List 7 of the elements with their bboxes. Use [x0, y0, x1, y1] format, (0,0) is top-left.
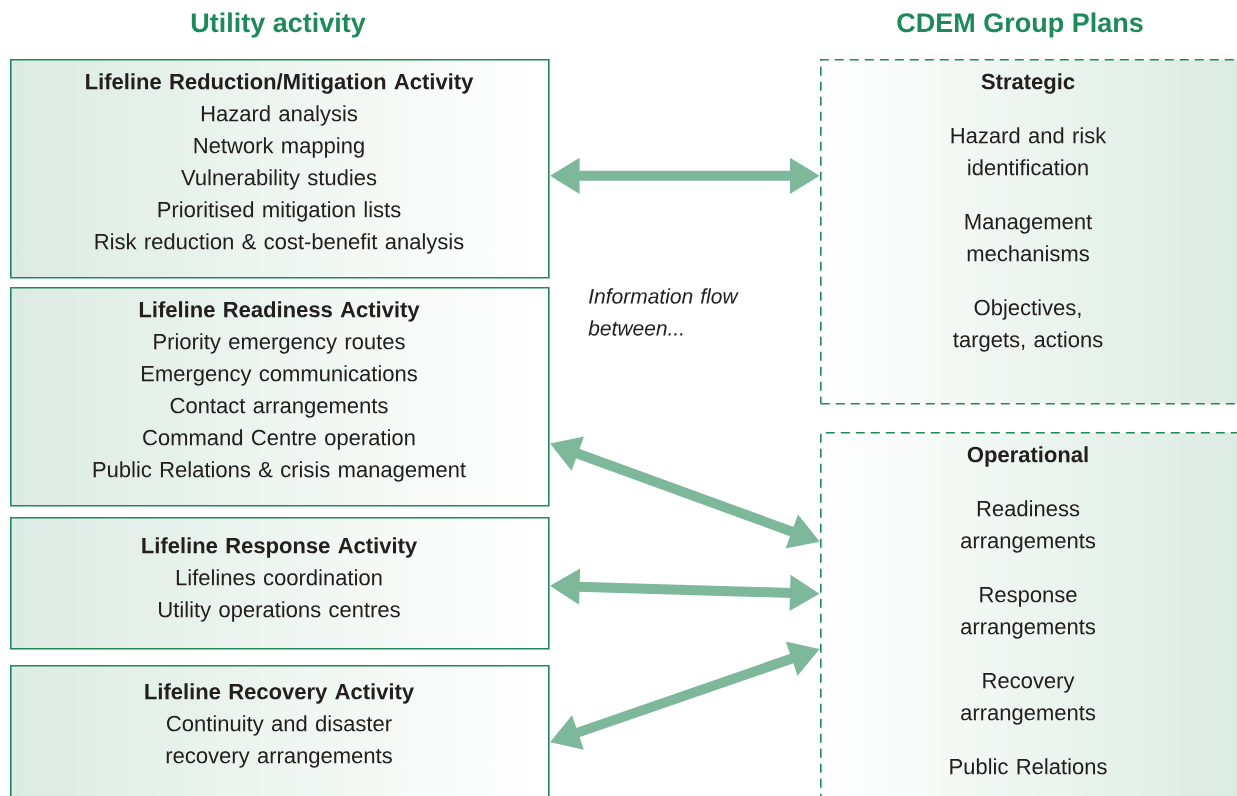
plan-box: Operational Readiness arrangements Response arrangements Recovery arrangements Public Relations: [820, 432, 1237, 796]
plan-box: Strategic Hazard and risk identification Management mechanisms Objectives, targets, actions: [820, 59, 1237, 405]
activity-box: Lifeline Recovery Activity Continuity and disaster recovery arrangements: [10, 665, 550, 796]
activity-box: Lifeline Reduction/Mitigation Activity Hazard analysis Network mapping Vulnerability studies Prioritised mitigation lists Risk reduction & cost-benefit analysis: [10, 59, 550, 279]
activity-box: Lifeline Readiness Activity Priority emergency routes Emergency communications Contact arrangements Command Centre operation Public Relations & crisis management: [10, 287, 550, 507]
activity-box: Lifeline Response Activity Lifelines coordination Utility operations centres: [10, 517, 550, 650]
note-text: Information flow between...: [588, 288, 739, 336]
